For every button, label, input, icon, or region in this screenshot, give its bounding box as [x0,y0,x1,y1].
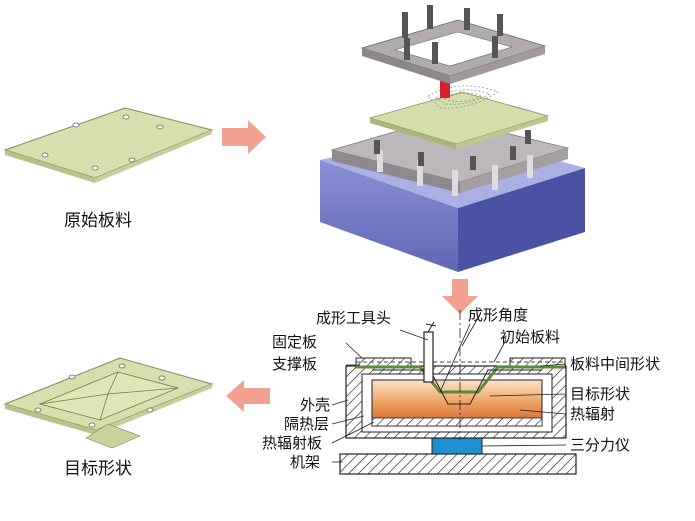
label-machine-frame: 机架 [290,453,320,471]
label-heat-radiation: 热辐射 [570,405,615,423]
leader-lines [331,317,567,463]
label-support-plate: 支撑板 [272,355,317,373]
label-radiant-heating-plate: 热辐射板 [262,434,322,452]
arrow-to-machine [222,120,266,154]
arrow-to-section [442,279,478,314]
label-forming-tool-head: 成形工具头 [316,309,391,327]
label-initial-sheet: 初始板料 [500,328,560,346]
target-sheet [3,357,214,449]
label-forming-angle: 成形角度 [468,306,528,324]
label-intermediate-shape: 板料中间形状 [570,355,660,373]
label-outer-shell: 外壳 [300,396,330,414]
caption-original-sheet: 原始板料 [64,211,132,231]
machine-3d [320,5,585,272]
label-insulation-layer: 隔热层 [284,415,329,433]
original-sheet [3,107,214,183]
caption-target-shape: 目标形状 [64,459,132,479]
label-target-shape: 目标形状 [570,385,630,403]
label-fixed-plate: 固定板 [272,333,317,351]
cross-section [339,310,577,475]
label-three-component-dynamometer: 三分力仪 [570,436,630,454]
arrow-to-target [226,380,270,412]
